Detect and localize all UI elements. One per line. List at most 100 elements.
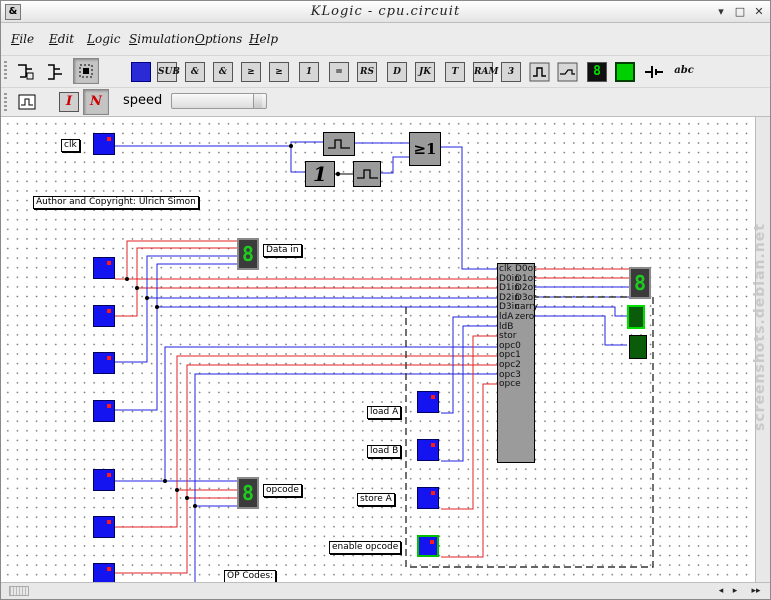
data-input-switch[interactable] [93, 352, 115, 374]
wire-d3 [115, 306, 497, 411]
scroll-thumb[interactable] [9, 586, 29, 596]
sub-label: SUB [158, 67, 180, 77]
sub-circuit-button[interactable] [131, 62, 151, 82]
carry-led[interactable] [627, 305, 645, 329]
seven-segment-data-in[interactable]: 8 [237, 238, 259, 270]
clk-input-switch[interactable] [93, 133, 115, 155]
title-bar[interactable]: & KLogic - cpu.circuit ▾ □ ✕ [1, 1, 770, 23]
ram-button[interactable]: RAM [473, 62, 498, 82]
close-button[interactable]: ✕ [754, 5, 764, 18]
label-enable-opcode[interactable]: enable opcode [329, 541, 402, 554]
cpu-output-pin-label: D1ot [515, 273, 537, 284]
ram-label: RAM [474, 67, 499, 77]
wire-op0-cpu [164, 346, 497, 481]
minimize-button[interactable]: ▾ [718, 5, 724, 18]
led-button[interactable] [615, 62, 635, 82]
circuit-canvas[interactable]: clk Author and Copyright: Ulrich Simon D… [1, 117, 756, 582]
seven-segment-output[interactable]: 8 [629, 267, 651, 299]
nor-gate-button[interactable]: ≥ [269, 62, 289, 82]
opcode-input-switch[interactable] [93, 469, 115, 491]
monoflop-gate-2[interactable] [353, 161, 381, 187]
wire-tool-icon[interactable] [45, 62, 67, 82]
vertical-scrollbar[interactable] [756, 117, 770, 582]
text-label-button[interactable]: abc [671, 62, 697, 82]
label-opcode[interactable]: opcode [263, 484, 302, 497]
cpu-block[interactable] [497, 263, 535, 463]
wire-junctions [125, 144, 341, 508]
scroll-left-button[interactable]: ◂ [718, 586, 724, 596]
scroll-end-button[interactable]: ▸▸ [751, 586, 761, 596]
label-data-in[interactable]: Data in [263, 244, 302, 257]
speed-slider[interactable] [171, 93, 267, 109]
seven-segment-opcode[interactable]: 8 [237, 477, 259, 509]
cpu-output-pin-label: carry [515, 302, 539, 313]
cpu-input-pin-label: D2in [499, 292, 520, 303]
menu-edit[interactable]: Edit [49, 32, 74, 46]
menu-help[interactable]: Help [249, 32, 278, 46]
data-input-switch[interactable] [93, 257, 115, 279]
toolbar-grip[interactable] [4, 61, 7, 81]
seven-segment-button[interactable]: 8 [587, 62, 607, 82]
power-source-icon[interactable] [643, 62, 665, 82]
monoflop-icon[interactable] [557, 62, 579, 82]
opcode-input-switch[interactable] [93, 563, 115, 582]
move-tool-icon [79, 64, 93, 78]
monoflop-gate[interactable] [323, 132, 355, 156]
not-gate-label: 1 [305, 67, 313, 77]
text-label-icon: abc [674, 65, 694, 76]
not-gate[interactable]: 1 [305, 161, 335, 187]
not-gate-button[interactable]: 1 [299, 62, 319, 82]
wire-or-out [441, 146, 497, 270]
sub-button[interactable]: SUB [157, 62, 180, 82]
select-tool-icon[interactable] [15, 62, 37, 82]
label-author[interactable]: Author and Copyright: Ulrich Simon [33, 196, 199, 209]
label-store-a[interactable]: store A [357, 493, 395, 506]
input-i-button[interactable]: I [59, 92, 79, 112]
wire-d1-seg [136, 247, 237, 288]
data-input-switch[interactable] [93, 400, 115, 422]
menu-logic[interactable]: Logic [87, 32, 120, 46]
toolbar-grip-2[interactable] [4, 93, 7, 113]
menu-logic-label: ogic [94, 32, 121, 46]
or-gate-button[interactable]: ≥ [241, 62, 261, 82]
or-gate[interactable]: ≥1 [409, 132, 441, 166]
show-graph-icon[interactable] [18, 94, 38, 112]
label-load-b[interactable]: load B [367, 445, 402, 458]
wire-stor [441, 335, 497, 510]
input-n-button[interactable]: N [83, 89, 109, 115]
nand-gate-label: & [218, 67, 228, 77]
menu-options[interactable]: Options [195, 32, 242, 46]
input-i-label: I [65, 94, 73, 109]
nand-gate-button[interactable]: & [213, 62, 233, 82]
cpu-input-pin-label: stor [499, 331, 517, 342]
speed-slider-handle[interactable] [252, 94, 262, 108]
load-a-switch[interactable] [417, 391, 439, 413]
load-b-switch[interactable] [417, 439, 439, 461]
menu-file[interactable]: File [11, 32, 34, 46]
data-input-switch[interactable] [93, 305, 115, 327]
scroll-right-button[interactable]: ▸ [732, 586, 738, 596]
enable-opcode-switch[interactable] [417, 535, 439, 557]
wire-opce [441, 383, 497, 558]
d-flipflop-button[interactable]: D [387, 62, 407, 82]
rs-flipflop-button[interactable]: RS [357, 62, 377, 82]
wire-lda [441, 316, 497, 414]
and-gate-button[interactable]: & [185, 62, 205, 82]
not-gate-label: 1 [313, 162, 327, 186]
tristate-button[interactable]: 3 [501, 62, 521, 82]
zero-led[interactable] [629, 335, 647, 359]
xor-gate-button[interactable]: = [329, 62, 349, 82]
jk-flipflop-button[interactable]: JK [415, 62, 435, 82]
label-clk[interactable]: clk [61, 139, 80, 152]
opcode-input-switch[interactable] [93, 516, 115, 538]
oscillator-icon[interactable] [529, 62, 551, 82]
menu-simulation[interactable]: Simulation [129, 32, 195, 46]
move-tool-button[interactable] [73, 58, 99, 84]
app-icon[interactable]: & [5, 4, 21, 20]
label-op-codes[interactable]: OP Codes: [224, 570, 277, 582]
store-a-switch[interactable] [417, 487, 439, 509]
t-flipflop-button[interactable]: T [445, 62, 465, 82]
horizontal-scrollbar[interactable]: ◂ ▸ ▸▸ [1, 582, 770, 599]
label-load-a[interactable]: load A [367, 406, 402, 419]
maximize-button[interactable]: □ [734, 5, 746, 18]
